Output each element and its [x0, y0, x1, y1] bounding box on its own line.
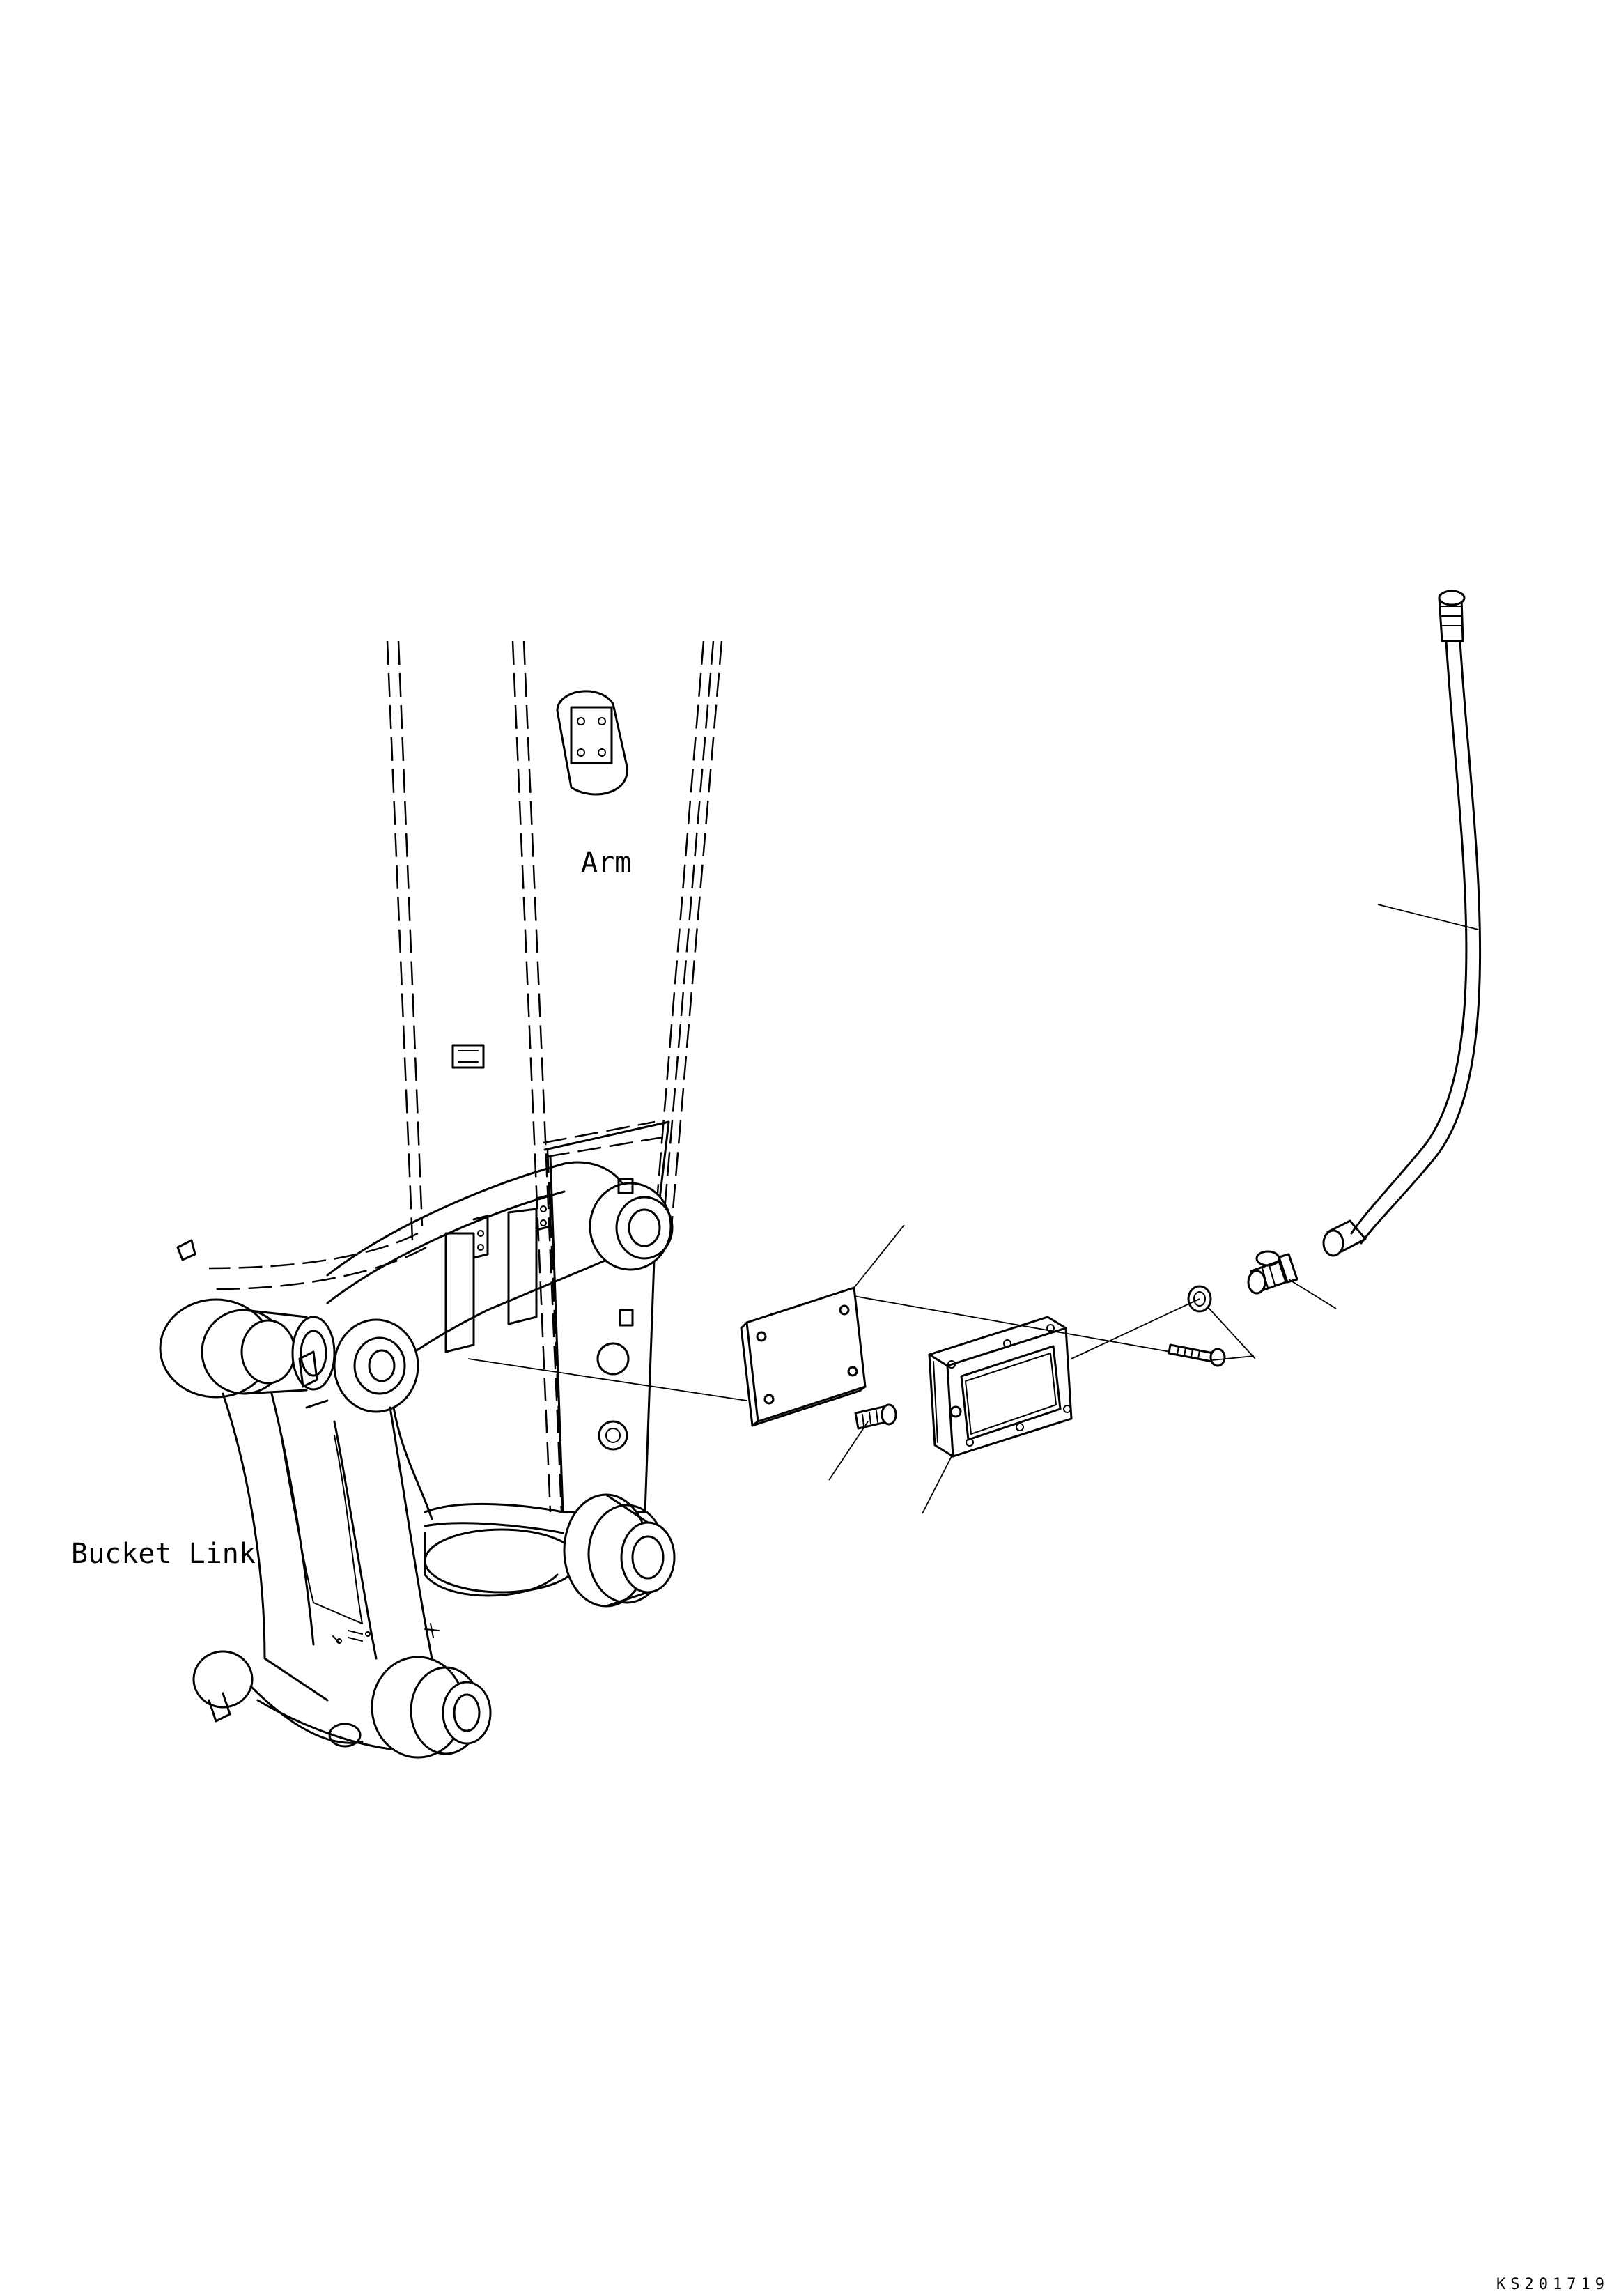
hose-adapter	[1247, 1250, 1298, 1295]
plate-bolt	[854, 1403, 897, 1430]
leader-plate	[853, 1224, 905, 1288]
arm-upper-bracket	[556, 690, 628, 796]
arm-clip	[451, 1044, 485, 1069]
drawing-code: KS201719	[1496, 2276, 1605, 2293]
leader-bolt	[828, 1421, 869, 1481]
bucket-link-label: Bucket Link	[71, 1538, 256, 1570]
arm-label: Arm	[581, 847, 632, 879]
mounting-plate	[740, 1286, 867, 1427]
cap-screw	[1168, 1343, 1226, 1367]
hydraulic-hose	[1322, 590, 1482, 1257]
leader-screw	[1211, 1355, 1255, 1361]
washer	[1187, 1285, 1212, 1313]
controller-box	[928, 1316, 1073, 1458]
leader-washer	[1207, 1307, 1256, 1359]
arm-link	[326, 1161, 674, 1520]
callout-leaders	[828, 904, 1479, 1514]
arm-lower-end	[424, 1120, 676, 1608]
alignment-lines	[467, 1295, 1200, 1401]
bucket-link	[159, 1239, 492, 1759]
leader-adapter	[1288, 1279, 1337, 1309]
arm-outline	[208, 640, 723, 1513]
leader-hose	[1377, 904, 1479, 930]
leader-box	[922, 1456, 952, 1514]
